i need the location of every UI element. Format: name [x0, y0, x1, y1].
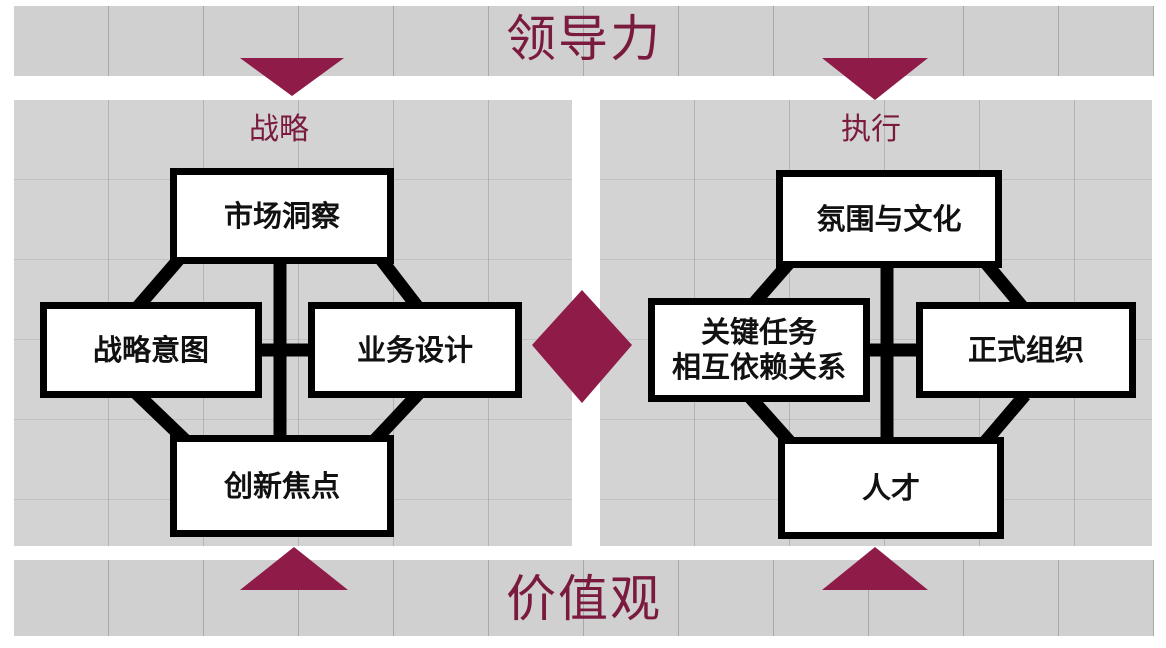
talent-box: 人才 — [778, 437, 1004, 539]
formal-organization-label: 正式组织 — [967, 332, 1084, 367]
values-arrow-right-icon — [822, 547, 928, 590]
business-design-label: 业务设计 — [356, 332, 473, 367]
strategy-title: 战略 — [249, 112, 309, 147]
formal-organization-box: 正式组织 — [916, 302, 1136, 398]
execution-title: 执行 — [841, 112, 901, 147]
market-insight-label: 市场洞察 — [223, 198, 340, 233]
innovation-focus-box: 创新焦点 — [170, 435, 394, 537]
strategic-intent-box: 战略意图 — [40, 302, 262, 398]
leadership-arrow-left-icon — [240, 58, 344, 96]
climate-culture-box: 氛围与文化 — [776, 170, 1002, 268]
talent-label: 人才 — [861, 470, 920, 505]
leadership-arrow-right-icon — [822, 58, 928, 100]
center-diamond-icon — [532, 290, 632, 403]
business-design-box: 业务设计 — [308, 302, 522, 398]
strategy-connectors — [130, 253, 426, 445]
critical-tasks-label: 关键任务 相互依赖关系 — [671, 315, 846, 384]
values-band: 价值观 — [14, 560, 1154, 636]
leadership-title: 领导力 — [506, 10, 662, 68]
leadership-band: 领导力 — [14, 6, 1154, 76]
values-arrow-left-icon — [240, 547, 348, 590]
innovation-focus-label: 创新焦点 — [223, 468, 340, 503]
critical-tasks-box: 关键任务 相互依赖关系 — [648, 298, 870, 402]
market-insight-box: 市场洞察 — [170, 168, 394, 264]
climate-culture-label: 氛围与文化 — [816, 201, 962, 236]
values-title: 价值观 — [506, 570, 662, 628]
strategic-intent-label: 战略意图 — [92, 332, 209, 367]
